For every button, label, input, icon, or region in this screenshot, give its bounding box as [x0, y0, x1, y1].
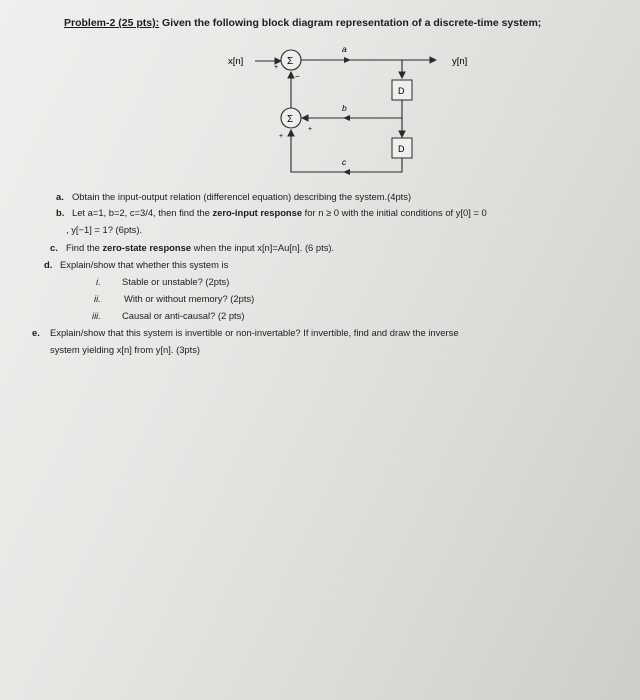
- question-a-text: Obtain the input-output relation (differ…: [72, 191, 412, 202]
- question-d-iii: iii. Causal or anti-causal? (2 pts): [92, 310, 244, 321]
- question-d-i: i. Stable or unstable? (2pts): [96, 276, 229, 287]
- question-e-text: Explain/show that this system is inverti…: [50, 327, 459, 338]
- summer-1: Σ: [280, 49, 302, 71]
- question-c-bold: zero-state response: [102, 242, 192, 253]
- gain-c-triangle: [343, 169, 350, 175]
- question-c-label: c.: [50, 242, 58, 253]
- output-label: y[n]: [452, 56, 467, 67]
- gain-c-plus-sign: +: [279, 133, 283, 140]
- question-d-label: d.: [44, 259, 53, 270]
- problem-header: Problem-2 (25 pts): Given the following …: [64, 17, 624, 29]
- summer-2-sigma: Σ: [287, 114, 293, 125]
- question-d-ii-text: With or without memory? (2pts): [124, 293, 255, 304]
- question-d-ii-label: ii.: [94, 293, 101, 304]
- question-d-iii-text: Causal or anti-causal? (2 pts): [122, 310, 245, 321]
- summer-1-sigma: Σ: [287, 56, 293, 67]
- question-e-label: e.: [32, 327, 40, 338]
- gain-c-path: [287, 128, 403, 173]
- question-e-text-cont: system yielding x[n] from y[n]. (3pts): [50, 344, 201, 355]
- question-d-ii: ii. With or without memory? (2pts): [94, 293, 254, 304]
- problem-label: Problem-2 (25 pts):: [64, 17, 160, 29]
- question-b-continuation: , y[−1] = 1? (6pts).: [66, 224, 142, 235]
- question-b-text-1: Let a=1, b=2, c=3/4, then find the: [72, 207, 213, 218]
- question-c: c. Find the zero-state response when the …: [50, 242, 334, 253]
- question-d: d. Explain/show that whether this system …: [44, 259, 228, 270]
- question-e-continuation: system yielding x[n] from y[n]. (3pts): [50, 344, 200, 355]
- question-b-text-2: for n ≥ 0 with the initial conditions of…: [302, 207, 487, 218]
- delay-1-label: D: [398, 86, 405, 96]
- question-c-text-1: Find the: [66, 242, 103, 253]
- problem-statement: Given the following block diagram repres…: [159, 17, 542, 29]
- input-plus-sign: +: [274, 64, 278, 71]
- input-label: x[n]: [228, 56, 243, 67]
- question-b: b. Let a=1, b=2, c=3/4, then find the zer…: [56, 207, 487, 218]
- question-a-label: a.: [56, 191, 64, 202]
- delay-block-1: D: [391, 79, 413, 101]
- delay-2-label: D: [398, 144, 405, 154]
- question-c-text-2: when the input x[n]=Au[n]. (6 pts).: [191, 242, 335, 253]
- question-d-i-text: Stable or unstable? (2pts): [122, 276, 230, 287]
- question-b-label: b.: [56, 207, 65, 218]
- summer-2: Σ: [280, 107, 302, 129]
- question-d-text: Explain/show that whether this system is: [60, 259, 229, 270]
- gain-a-triangle: [344, 57, 351, 63]
- question-d-iii-label: iii.: [92, 310, 101, 321]
- gain-c-label: c: [342, 157, 347, 167]
- delay-block-2: D: [391, 137, 413, 159]
- question-b-text-cont: , y[−1] = 1? (6pts).: [66, 224, 143, 235]
- question-e: e. Explain/show that this system is inver…: [32, 327, 459, 338]
- question-a: a. Obtain the input-output relation (diff…: [56, 191, 411, 202]
- question-b-bold: zero-input response: [212, 207, 303, 218]
- gain-b-plus-sign: +: [308, 126, 312, 133]
- gain-a-label: a: [342, 44, 347, 54]
- feedback-minus-sign: −: [295, 72, 300, 81]
- question-d-i-label: i.: [96, 276, 101, 287]
- gain-b-triangle: [343, 115, 350, 121]
- gain-b-label: b: [342, 103, 347, 113]
